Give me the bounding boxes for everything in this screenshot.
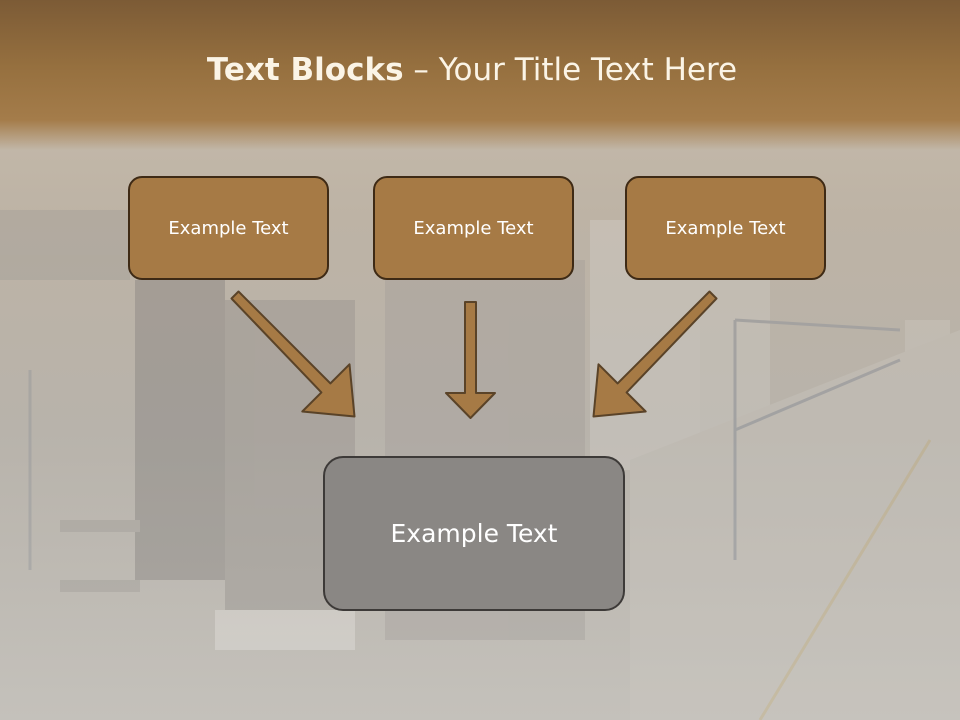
arrow-center[interactable] — [445, 301, 496, 419]
text-block-2[interactable]: Example Text — [373, 176, 574, 280]
main-text-block[interactable]: Example Text — [323, 456, 625, 611]
slide-title: Text Blocks – Your Title Text Here — [0, 52, 944, 88]
main-text-block-label: Example Text — [390, 519, 558, 548]
arrow-left[interactable] — [230, 290, 356, 418]
text-block-3[interactable]: Example Text — [625, 176, 826, 280]
title-bold: Text Blocks — [206, 52, 404, 88]
text-block-1[interactable]: Example Text — [128, 176, 329, 280]
arrow-right[interactable] — [592, 290, 718, 418]
text-block-3-label: Example Text — [665, 217, 786, 239]
title-rest: – Your Title Text Here — [403, 52, 738, 88]
header-band — [0, 0, 960, 150]
text-block-1-label: Example Text — [168, 217, 289, 239]
text-block-2-label: Example Text — [413, 217, 534, 239]
